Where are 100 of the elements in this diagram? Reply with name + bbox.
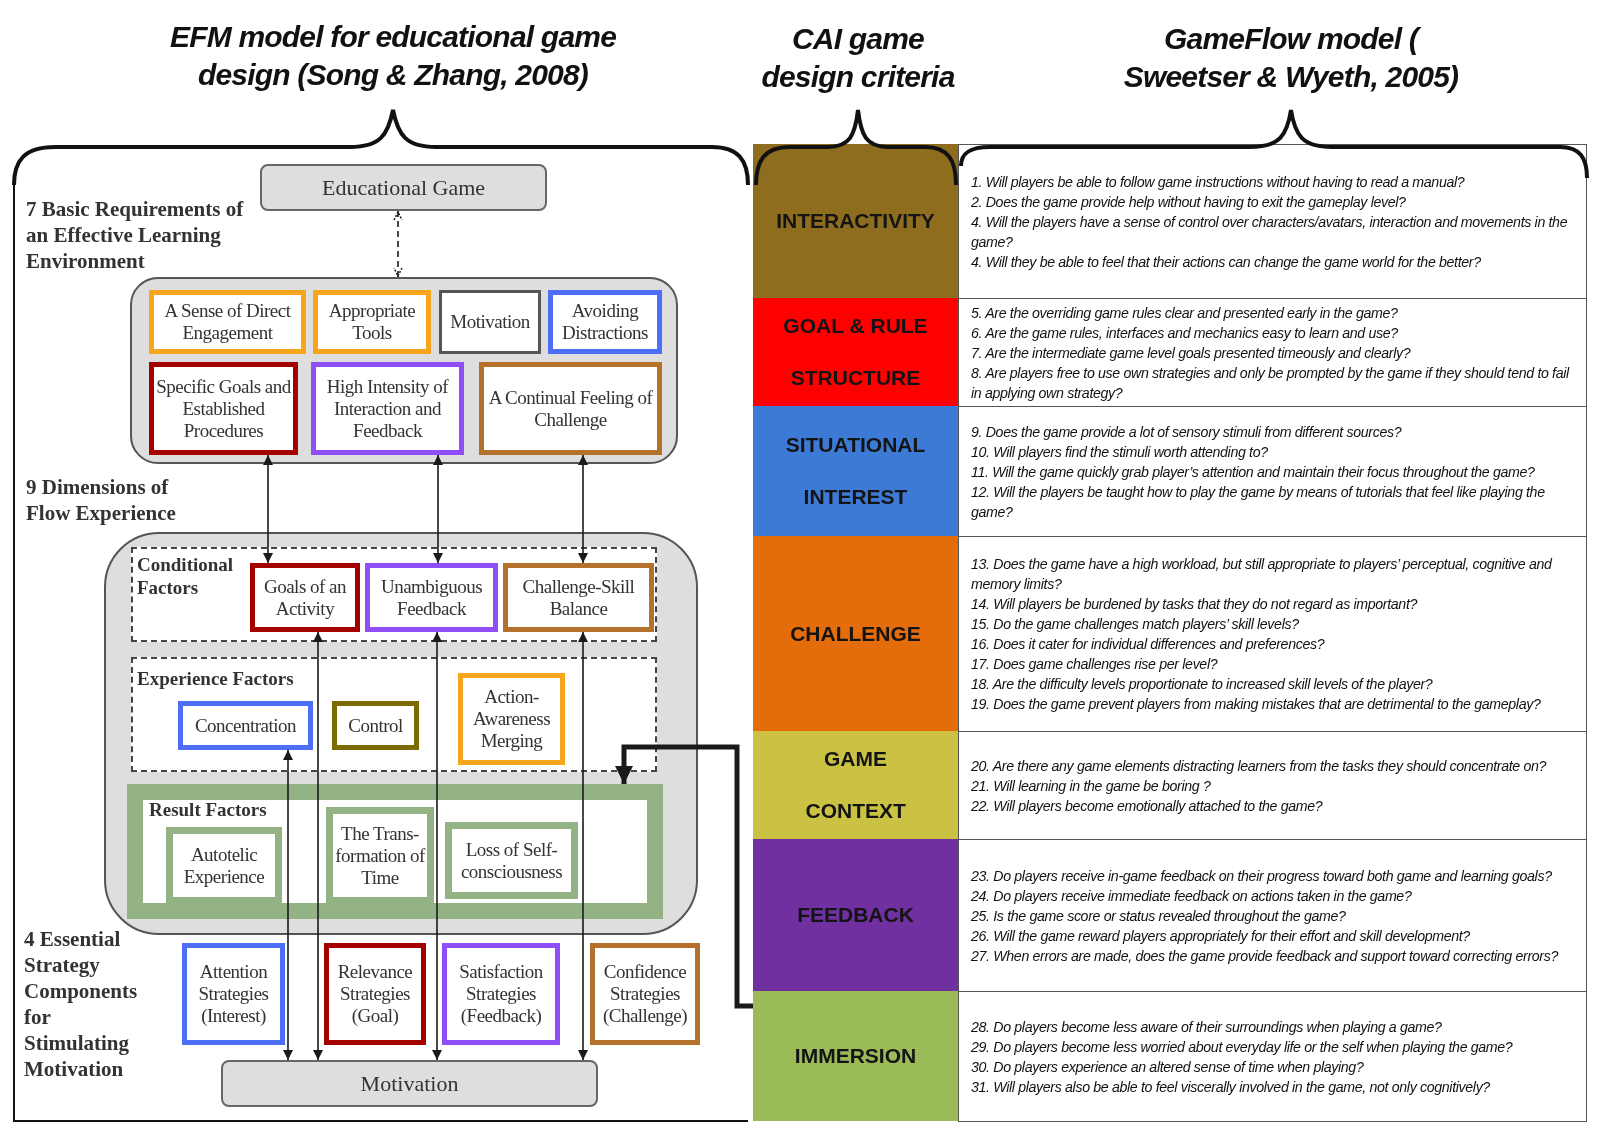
arrow [313,631,323,1061]
category-label: FEEDBACK [796,902,915,928]
table-cell [958,298,1587,407]
category-label: GOAL & RULE STRUCTURE [782,313,929,391]
process-box [445,822,578,899]
process-box [250,563,360,632]
group-box [130,277,678,464]
table-cell [958,144,1587,299]
box-label: The Trans-formation of Time [334,822,426,889]
category-cell [753,731,958,839]
question-text: 5. Are the overriding game rules clear and presented early in the game? [971,303,1399,323]
category-cell [753,144,958,298]
question-text: 22. Will players become emotionally attached to the game? [971,796,1324,816]
box-label: Concentration [194,714,297,737]
question-text: 31. Will players also be able to feel viscerally involved in the game, not only cognitively? [971,1077,1491,1097]
arrow [432,631,442,1061]
box-label: Confidence Strategies (Challenge) [601,961,689,1027]
box-label: High Intensity of Interaction and Feedback [325,375,450,442]
box-label: Unambiguous Feedback [379,575,484,620]
category-label: IMMERSION [793,1043,918,1069]
question-text: 17. Does game challenges rise per level? [971,655,1219,674]
box-label: Goals of an Activity [262,575,348,620]
table-cell [958,839,1587,992]
box-label: A Continual Feeling of Challenge [487,386,654,431]
group-heading: Result Factors [149,798,268,821]
question-text: 21. Will learning in the game be boring ? [971,776,1212,796]
box-label: Attention Strategies (Interest) [197,961,270,1027]
table-cell [958,991,1587,1122]
box-label: A Sense of Direct Engagement [163,300,292,344]
box-label: Satisfaction Strategies (Feedback) [458,961,544,1027]
box-label: Loss of Self-consciousness [459,838,564,883]
box-label: Specific Goals and Established Procedures [155,375,292,442]
process-box [548,290,662,354]
box-label: Challenge-Skill Balance [521,575,636,620]
question-text: 14. Will players be burdened by tasks that they do not regard as important? [971,595,1419,614]
process-box [324,943,426,1045]
question-text: 10. Will players find the stimuli worth attending to? [971,442,1269,462]
question-text: 1. Will players be able to follow game instructions without having to read a manual? [971,172,1466,192]
question-text: 23. Do players receive in-game feedback on their progress toward both game and learning goals? [971,866,1553,886]
question-text: 16. Does it cater for individual differences and preferences? [971,635,1326,654]
process-box [149,290,306,354]
question-text: 25. Is the game score or status revealed throughout the game? [971,906,1347,926]
table-cell [958,731,1587,840]
question-text: 15. Do the game challenges match players’ skill levels? [971,615,1300,634]
box-label: Action-Awareness Merging [471,686,552,752]
category-label: CHALLENGE [789,620,922,647]
box-label: Relevance Strategies (Goal) [336,961,414,1027]
question-text: 11. Will the game quickly grab player’s attention and maintain their focus throughout the game? [971,462,1536,482]
group-box [131,547,657,642]
heading-text: GameFlow model ( Sweetser & Wyeth, 2005) [1122,21,1460,95]
process-box [311,362,464,455]
section-label: 9 Dimensions of Flow Experience [26,474,177,526]
process-box [149,362,298,455]
box-label: Control [348,714,403,737]
group-box [131,657,657,772]
process-box [221,1060,598,1107]
arrow [263,454,273,564]
question-text: 4. Will they be able to feel that their actions can change the game world for the better? [971,252,1482,272]
category-cell [753,991,958,1121]
question-text: 7. Are the intermediate game level goals presented timeously and clearly? [971,343,1412,363]
process-box [503,563,654,632]
question-text: 6. Are the game rules, interfaces and mechanics easy to learn and use? [971,323,1399,343]
category-cell [753,839,958,991]
question-text: 8. Are players free to use own strategies and only be prompted by the game if they should tend to fail in applying own strategy? [971,363,1571,403]
box-label: Motivation [360,1070,459,1097]
table-cell [958,536,1587,732]
section-label: 7 Basic Requirements of an Effective Learning Environment [26,196,245,274]
process-box [439,290,541,354]
process-box [182,943,285,1045]
process-box [313,290,431,354]
box-label: Motivation [450,311,530,333]
process-box [590,943,700,1045]
process-box [260,164,547,211]
question-text: 29. Do players become less worried about everyday life or the self when playing the game? [971,1037,1514,1057]
box-label: Autotelic Experience [182,843,266,888]
process-box [332,701,419,750]
question-text: 26. Will the game reward players appropriately for their effort and skill development? [971,926,1471,946]
question-text: 27. When errors are made, does the game provide feedback and support toward correcting errors? [971,946,1560,966]
group-box [127,784,663,919]
arrow [283,749,293,1061]
question-text: 12. Will the players be taught how to play the game by means of tutorials that feel like playing the game? [971,482,1546,522]
question-text: 9. Does the game provide a lot of sensory stimuli from different sources? [971,422,1403,442]
question-text: 30. Do players experience an altered sense of time when playing? [971,1057,1365,1077]
arrow [393,210,403,278]
arrow [578,631,588,1061]
group-heading: Conditional Factors [137,553,235,599]
category-label: INTERACTIVITY [775,208,936,234]
process-box [479,362,662,455]
question-text: 24. Do players receive immediate feedback on actions taken in the game? [971,886,1413,906]
box-label: Appropriate Tools [327,300,417,344]
category-label: SITUATIONAL INTEREST [784,432,927,510]
section-label: 4 Essential Strategy Components for Stimulating Motivation [24,926,139,1082]
category-cell [753,406,958,536]
question-text: 2. Does the game provide help without having to exit the gameplay level? [971,192,1407,212]
question-text: 19. Does the game prevent players from making mistakes that are detrimental to the gameplay? [971,695,1542,714]
arrow [433,454,443,564]
table-cell [958,406,1587,537]
question-text: 18. Are the difficulty levels proportionate to increased skill levels of the player? [971,675,1434,694]
category-cell [753,298,958,406]
arrow [615,744,753,1009]
